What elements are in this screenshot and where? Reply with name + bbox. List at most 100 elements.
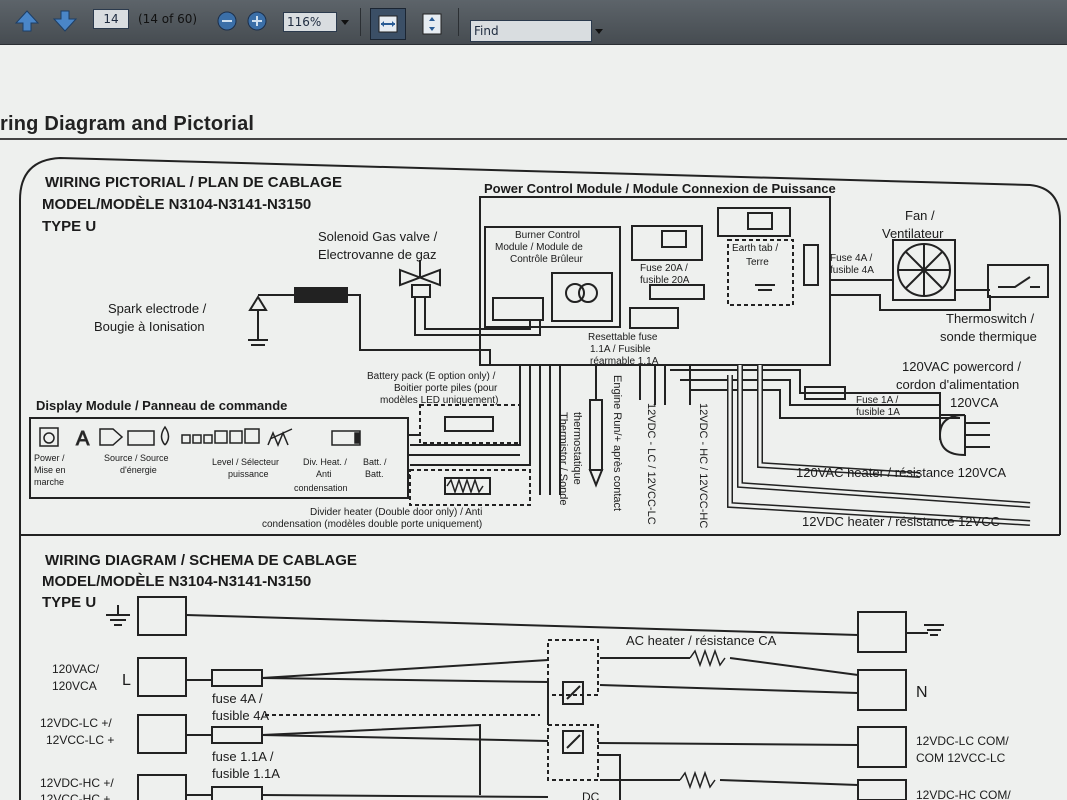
- dm-source-label-1: Source / Source: [104, 453, 169, 463]
- hc-com-terminal: [857, 779, 907, 800]
- lc-label-2: 12VCC-LC +: [46, 733, 114, 747]
- hc-label-1: 12VDC-HC +/: [40, 776, 114, 790]
- n-terminal: [857, 669, 907, 711]
- burner-label-2: Module / Module de: [495, 242, 583, 253]
- page-title: ring Diagram and Pictorial: [0, 113, 255, 135]
- level-3-icon: [203, 434, 213, 444]
- thermistor-probe: [589, 399, 603, 471]
- fit-page-icon[interactable]: [418, 10, 446, 38]
- dm-divheat-label-3: condensation: [294, 483, 348, 493]
- toolbar-separator: [458, 8, 459, 36]
- arrow-down-icon[interactable]: [52, 8, 78, 34]
- burner-connector: [492, 297, 544, 321]
- dc-partial-label: DC: [582, 790, 600, 800]
- solenoid-valve: [399, 268, 441, 287]
- lc-com-terminal: [857, 726, 907, 768]
- dm-divheat-label-2: Anti: [316, 469, 332, 479]
- div-heat-icon: [267, 428, 293, 447]
- zoom-out-icon[interactable]: [215, 9, 239, 33]
- hc-voltage-label: 12VDC - HC / 12VCC-HC: [697, 403, 709, 528]
- engine-run-label: Engine Run/+ après contact: [611, 375, 623, 511]
- dm-power-label-1: Power /: [34, 453, 65, 463]
- pcm-title: Power Control Module / Module Connexion …: [484, 181, 836, 196]
- source-ac-icon: A: [76, 428, 90, 450]
- pictorial-frame: [19, 156, 1061, 535]
- earth-tab-box: [727, 239, 794, 306]
- battery-label-1: Battery pack (E option only) /: [367, 371, 496, 382]
- fuse-4a: [803, 244, 819, 286]
- spark-label-2: Bougie à Ionisation: [94, 319, 205, 334]
- ac-heater-label: 120VAC heater / résistance 120VCA: [796, 465, 1006, 480]
- diag-fuse11-label-2: fusible 1.1A: [212, 766, 280, 781]
- dc-heater-label: 12VDC heater / résistance 12VCC: [802, 514, 1000, 529]
- level-1-icon: [181, 434, 191, 444]
- ground-terminal-left: [137, 596, 187, 636]
- level-2-icon: [192, 434, 202, 444]
- fuse1-label-2: fusible 1A: [856, 407, 900, 418]
- hc-com-label-1: 12VDC-HC COM/: [916, 788, 1011, 800]
- resettable-fuse: [629, 307, 679, 329]
- power-plug: [938, 414, 966, 457]
- thermoswitch-box: [987, 264, 1049, 298]
- toolbar-separator: [360, 8, 361, 36]
- pictorial-header-1: WIRING PICTORIAL / PLAN DE CABLAGE: [45, 174, 342, 191]
- fuse-1-1a-diagram: [211, 726, 263, 744]
- battery-source-icon: [127, 430, 155, 446]
- pdf-toolbar: 14 (14 of 60) 116% Find: [0, 0, 1067, 45]
- battery-label-2: Boitier porte piles (pour: [394, 383, 498, 394]
- relay-box-2: [717, 207, 791, 237]
- wiring-diagram-canvas: A WIRING PICTORIAL / PLAN DE CABLAGE MOD…: [19, 156, 1061, 800]
- fuse20-label-2: fusible 20A: [640, 275, 690, 286]
- dm-batt-label-1: Batt. /: [363, 457, 387, 467]
- find-input[interactable]: Find: [470, 20, 592, 42]
- fuse-4a-diagram: [211, 669, 263, 687]
- diagram-header-1: WIRING DIAGRAM / SCHEMA DE CABLAGE: [45, 552, 357, 569]
- page-number-input[interactable]: 14: [93, 9, 129, 29]
- dm-divheat-label-1: Div. Heat. /: [303, 457, 347, 467]
- dm-batt-label-2: Batt.: [365, 469, 384, 479]
- power-icon: [39, 427, 59, 447]
- dropdown-arrow-icon[interactable]: [338, 12, 352, 32]
- title-rule: [0, 138, 1067, 140]
- arrow-up-icon[interactable]: [14, 8, 40, 34]
- fuse20-label-1: Fuse 20A /: [640, 263, 688, 274]
- page-count: (14 of 60): [138, 12, 198, 26]
- fit-width-icon[interactable]: [370, 8, 406, 40]
- dm-level-label-2: puissance: [228, 469, 269, 479]
- level-6-icon: [244, 428, 260, 444]
- battery-status-icon: [331, 430, 361, 446]
- zoom-in-icon[interactable]: [245, 9, 269, 33]
- fuse-hc-diagram: [211, 786, 263, 800]
- resettable-label-2: 1.1A / Fusible: [590, 344, 651, 355]
- fan-label-2: Ventilateur: [882, 226, 944, 241]
- fuse1-label-1: Fuse 1A /: [856, 395, 898, 406]
- find-dropdown-icon[interactable]: [592, 21, 606, 41]
- diag-fuse11-label-1: fuse 1.1A /: [212, 749, 274, 764]
- ac-heater-diagram-label: AC heater / résistance CA: [626, 633, 777, 648]
- dm-source-label-2: d'énergie: [120, 465, 157, 475]
- vac-terminal: [137, 657, 187, 697]
- dm-power-label-3: marche: [34, 477, 64, 487]
- battery-pack-box: [419, 404, 521, 444]
- earth-label-2: Terre: [746, 257, 769, 268]
- diagram-header-2: MODEL/MODÈLE N3104-N3141-N3150: [42, 573, 311, 590]
- battery-label-3: modèles LED uniquement): [380, 395, 498, 406]
- lc-com-label-1: 12VDC-LC COM/: [916, 734, 1009, 748]
- dm-power-label-2: Mise en: [34, 465, 66, 475]
- source-plug-icon: [99, 428, 124, 446]
- fuse-20a: [649, 284, 705, 300]
- solenoid-label-1: Solenoid Gas valve /: [318, 229, 438, 244]
- relay-1: [547, 639, 599, 696]
- vac-label-2: 120VCA: [52, 679, 97, 693]
- hc-label-2: 12VCC-HC +: [40, 792, 110, 800]
- lc-voltage-label: 12VDC - LC / 12VCC-LC: [645, 403, 657, 525]
- level-5-icon: [229, 430, 243, 444]
- earth-label-1: Earth tab /: [732, 243, 778, 254]
- zoom-input[interactable]: 116%: [283, 12, 337, 32]
- resettable-label-3: réarmable 1.1A: [590, 356, 659, 367]
- display-module-box: [29, 417, 409, 499]
- pictorial-header-3: TYPE U: [42, 218, 96, 235]
- thermistor-label-2: thermostatique: [571, 412, 583, 485]
- pictorial-header-2: MODEL/MODÈLE N3104-N3141-N3150: [42, 196, 311, 213]
- flame-icon: [160, 425, 170, 446]
